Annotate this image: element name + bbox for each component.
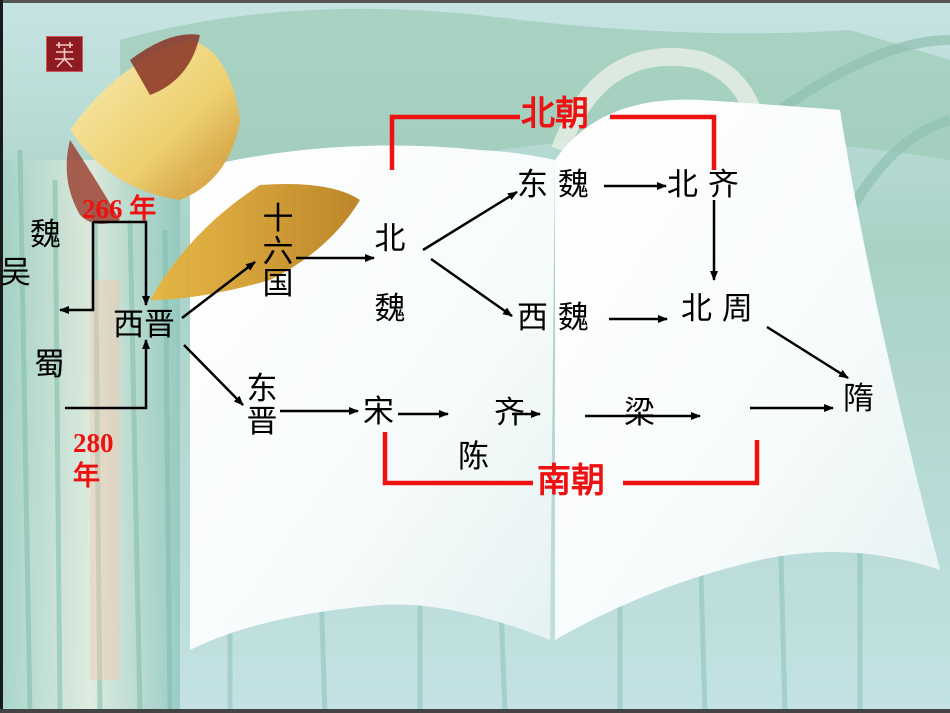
node-western-wei: 西 魏 [517, 300, 589, 336]
node-liang: 梁 [624, 395, 655, 431]
node-western-jin: 西晋 [113, 307, 175, 343]
node-northern-wei: 北魏 [373, 205, 407, 345]
vertical-char: 国 [262, 266, 294, 303]
node-song: 宋 [363, 394, 394, 430]
node-eastern-wei: 东 魏 [517, 167, 589, 203]
node-chen: 陈 [458, 439, 489, 475]
vertical-char: 六 [262, 233, 294, 270]
year-280-unit: 年 [73, 461, 100, 491]
southern-dynasties-bracket-right [623, 440, 760, 486]
southern-dynasties-bracket-left [382, 432, 533, 486]
arrow-northern-zhou-to-sui [766, 325, 849, 380]
node-northern-zhou: 北 周 [681, 291, 753, 327]
year-266-label: 266 年 [82, 194, 157, 224]
vertical-char: 十 [262, 201, 294, 237]
node-sui: 隋 [843, 381, 874, 417]
year-280-number: 280 [73, 428, 114, 458]
seal-logo-icon [46, 36, 83, 72]
node-sixteen-kingdoms: 十六国 [261, 203, 295, 301]
node-eastern-jin: 东晋 [245, 373, 279, 438]
node-shu: 蜀 [34, 347, 65, 383]
arrow-wei-to-western-jin [93, 220, 150, 306]
vertical-char: 晋 [246, 403, 278, 440]
arrow-northern-wei-to-eastern-wei [422, 190, 518, 252]
frame-top-edge [0, 0, 950, 3]
vertical-char: 北 [374, 221, 406, 257]
arrow-northern-wei-to-western-wei [430, 257, 513, 318]
frame-left-edge [0, 0, 3, 713]
arrow-western-jin-to-sixteen-kingdoms [181, 261, 256, 319]
node-wei: 魏 [30, 217, 61, 253]
arrow-wu-to-western-jin [65, 339, 150, 410]
frame-bottom-edge [0, 709, 950, 713]
arrow-wei-to-shu [59, 222, 95, 314]
northern-dynasties-label: 北朝 [521, 94, 589, 134]
node-wu: 吴 [0, 255, 31, 291]
node-northern-qi: 北 齐 [667, 167, 739, 203]
southern-dynasties-label: 南朝 [537, 461, 605, 501]
vertical-char: 东 [246, 371, 278, 407]
vertical-char: 魏 [374, 290, 406, 327]
northern-dynasties-bracket-left [389, 114, 520, 170]
node-qi: 齐 [494, 395, 525, 431]
northern-dynasties-bracket-right [610, 114, 717, 170]
arrow-western-jin-to-eastern-jin [183, 344, 244, 406]
